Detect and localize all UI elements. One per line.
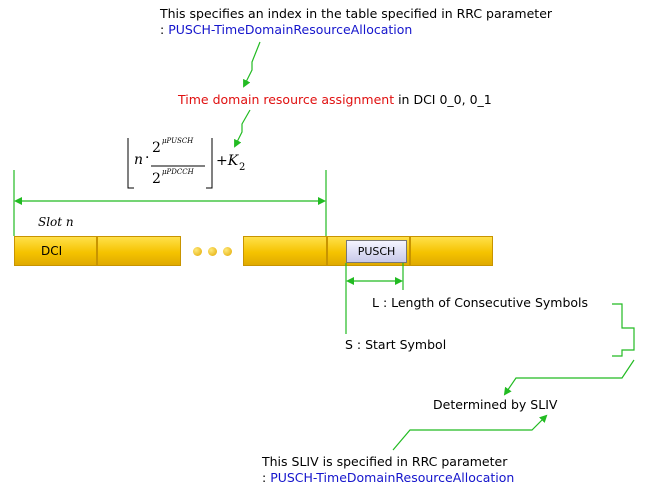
- top-note-param: PUSCH-TimeDomainResourceAllocation: [168, 22, 413, 37]
- dci-field-text: Time domain resource assignment in DCI 0…: [178, 92, 492, 107]
- arrow-top-to-field: [243, 41, 261, 88]
- dci-field-name: Time domain resource assignment: [178, 92, 395, 107]
- bottom-note-line2: : PUSCH-TimeDomainResourceAllocation: [262, 470, 514, 485]
- formula-k-sub: 2: [239, 162, 246, 173]
- symbol-block: [410, 236, 493, 266]
- ellipsis-dot: [223, 247, 232, 256]
- formula-den-base: 2: [152, 171, 161, 187]
- length-label: L : Length of Consecutive Symbols: [372, 295, 589, 310]
- bottom-note-param: PUSCH-TimeDomainResourceAllocation: [270, 470, 515, 485]
- formula-n: n: [134, 152, 144, 168]
- arrow-note-to-sliv: [392, 414, 548, 451]
- slot-label: Slot n: [38, 215, 74, 229]
- arrow-field-to-formula: [234, 109, 251, 148]
- formula-dot: ·: [145, 150, 150, 166]
- symbol-block-dci: [14, 236, 97, 266]
- top-note-line1: This specifies an index in the table spe…: [160, 6, 553, 21]
- floor-bracket-left: [127, 138, 134, 189]
- grouping-brace: [612, 303, 635, 357]
- formula-num-exp: μPUSCH: [162, 137, 194, 145]
- dci-field-suffix: in DCI 0_0, 0_1: [394, 92, 492, 107]
- symbol-block: [243, 236, 327, 266]
- bottom-note-line1: This SLIV is specified in RRC parameter: [262, 454, 508, 469]
- sliv-label: Determined by SLIV: [433, 397, 558, 412]
- arrow-brace-to-sliv: [503, 359, 635, 396]
- formula-plus-k: +K: [216, 153, 239, 169]
- top-note-line2: : PUSCH-TimeDomainResourceAllocation: [160, 22, 412, 37]
- pusch-block: PUSCH: [346, 240, 407, 263]
- top-note-prefix: :: [160, 22, 169, 37]
- dci-label: DCI: [41, 244, 63, 258]
- formula-num-base: 2: [152, 140, 161, 156]
- ellipsis-dot: [193, 247, 202, 256]
- start-label: S : Start Symbol: [345, 337, 447, 352]
- symbol-block: [97, 236, 181, 266]
- bottom-note-prefix: :: [262, 470, 271, 485]
- floor-bracket-right: [206, 138, 213, 189]
- formula-den-exp: μPDCCH: [162, 168, 194, 176]
- ellipsis-dot: [208, 247, 217, 256]
